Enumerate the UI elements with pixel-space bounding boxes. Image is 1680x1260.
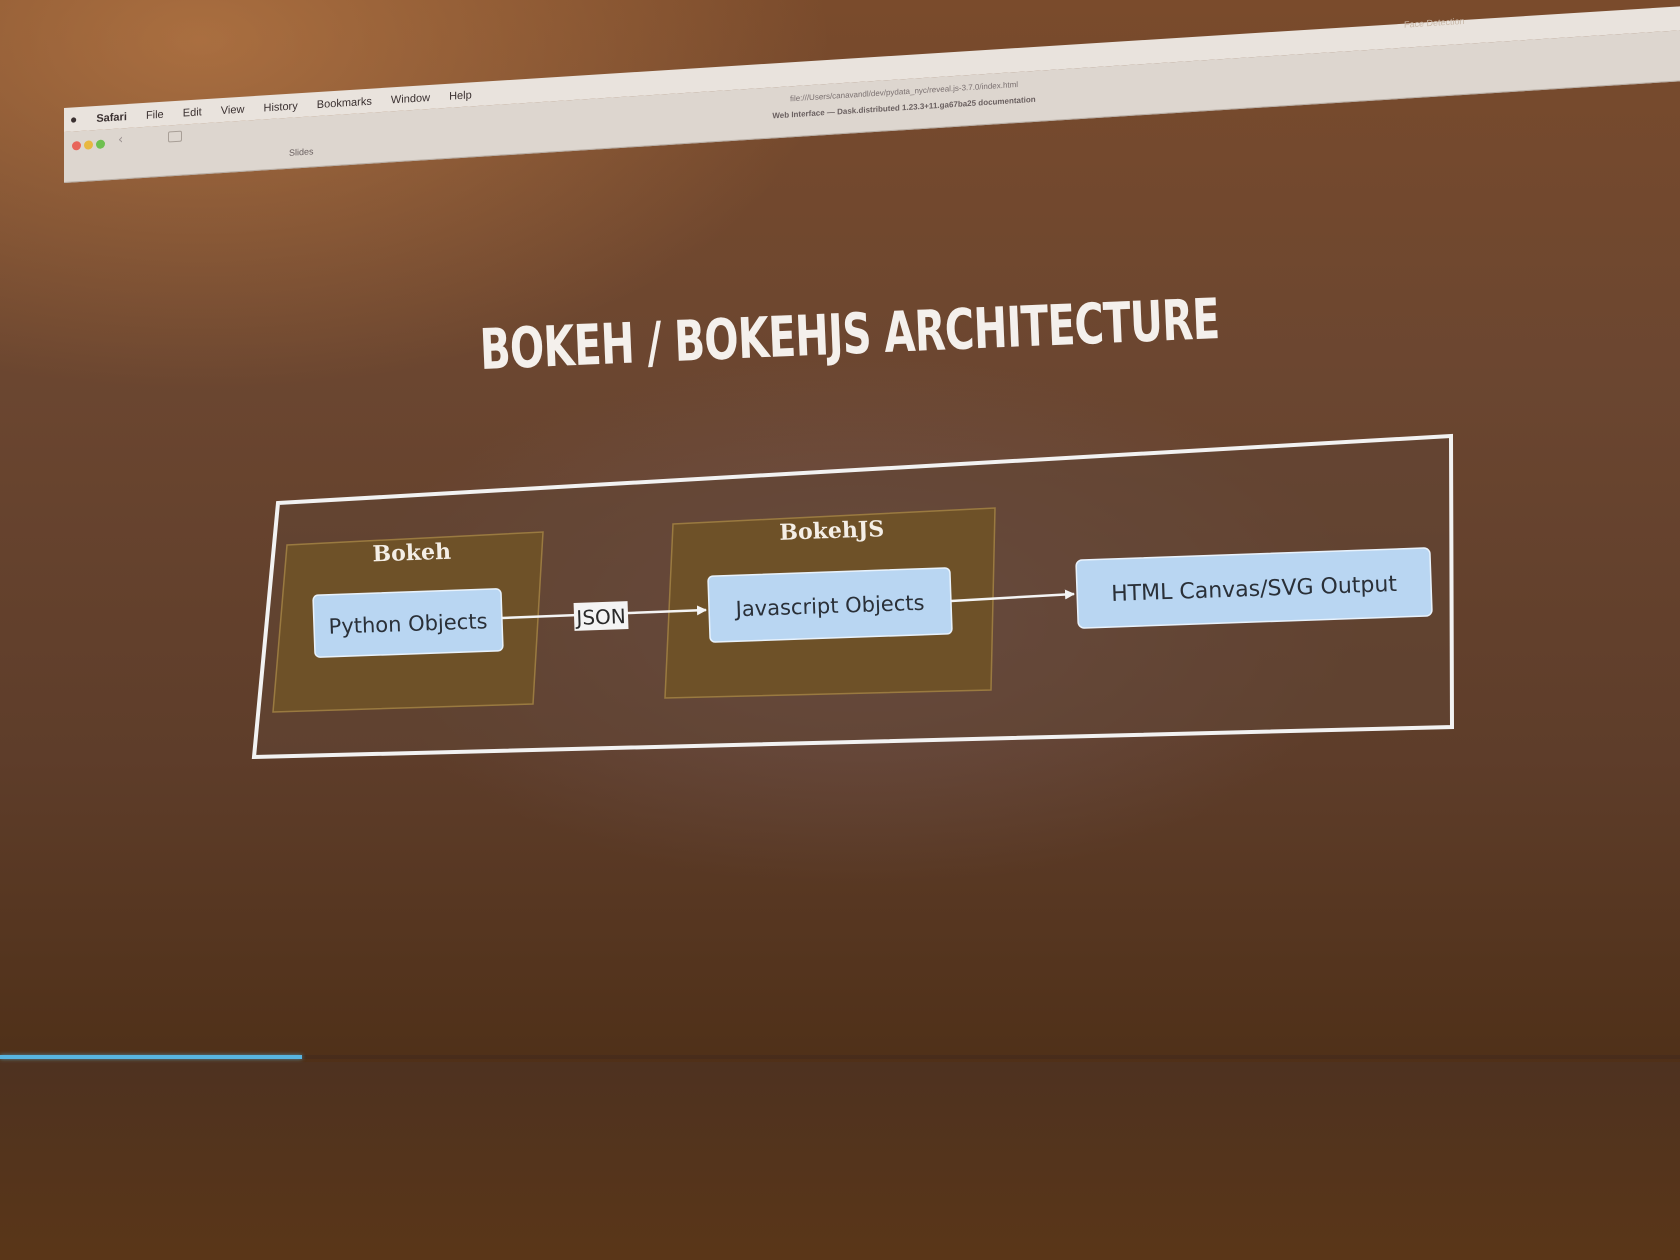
edge-label-json: JSON (574, 604, 626, 630)
group-label-bokehjs: BokehJS (779, 516, 885, 546)
node-javascript-objects: Javascript Objects (707, 567, 953, 643)
screen-lower-area (0, 1062, 1680, 1260)
node-html-canvas-svg-output: HTML Canvas/SVG Output (1075, 547, 1433, 629)
edge-javascript-to-output (950, 589, 1075, 603)
slide-progress-fill (0, 1055, 303, 1059)
node-label-python-objects: Python Objects (328, 609, 488, 639)
group-label-bokeh: Bokeh (372, 539, 451, 568)
node-python-objects: Python Objects (312, 588, 504, 658)
edge-label-json-box: JSON (573, 601, 629, 631)
slide-progress-bar (0, 1055, 1680, 1059)
